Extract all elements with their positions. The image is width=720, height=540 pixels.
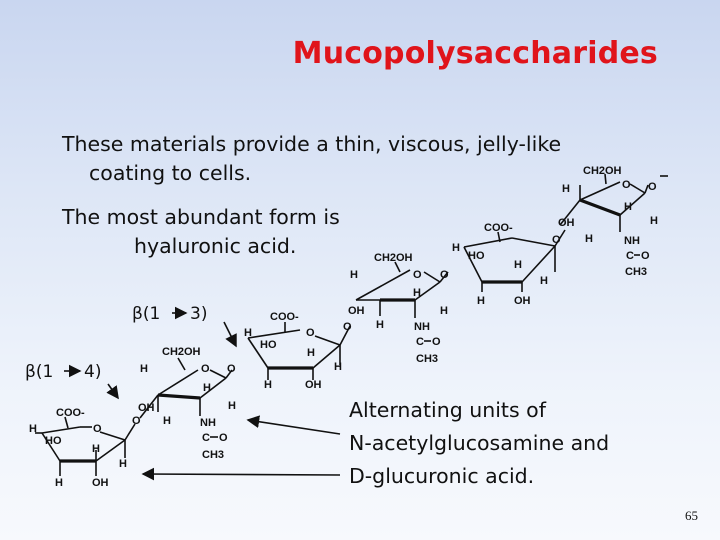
ring-5-glucuronate: COO- H HO H H H OH O [452, 222, 566, 307]
r6-h-left: H [562, 183, 570, 195]
ring-3-glucuronate: COO- O H HO H H H OH O [244, 311, 352, 391]
r1-h-top: H [29, 423, 37, 435]
caption-line3: D-glucuronic acid. [349, 464, 535, 488]
r4-h-left: H [350, 269, 358, 281]
r1-glyc-o: O [132, 415, 141, 427]
beta14-end: 4) [84, 362, 101, 382]
r6-ch3: CH3 [625, 266, 647, 278]
r3-ho: HO [260, 339, 277, 351]
r5-h-top: H [452, 242, 460, 254]
r5-ho: HO [468, 250, 485, 262]
caption-line2: N-acetylglucosamine and [349, 431, 610, 455]
r2-nh: NH [200, 417, 216, 429]
r2-h-c3: H [163, 415, 171, 427]
r6-c: C [626, 250, 634, 262]
structure-caption: Alternating units of N-acetylglucosamine… [349, 394, 609, 493]
r6-h-c2: H [624, 201, 632, 213]
r2-glyc-o: O [227, 363, 236, 375]
r5-h-c3: H [514, 259, 522, 271]
r2-c-o: O [219, 432, 228, 444]
r2-h-c5: H [228, 400, 236, 412]
r6-ch2oh: CH2OH [583, 165, 622, 177]
r3-h-top: H [244, 327, 252, 339]
r3-oh-bottom: OH [305, 379, 322, 391]
slide-title: Mucopolysaccharides [292, 36, 658, 71]
r6-oh-left: OH [558, 217, 575, 229]
r6-glyc-o: O [648, 181, 657, 193]
r4-nh: NH [414, 321, 430, 333]
r2-h-c2: H [203, 382, 211, 394]
r3-h-bottom: H [264, 379, 272, 391]
r5-h-bottom: H [477, 295, 485, 307]
r2-h-left: H [140, 363, 148, 375]
r5-oh-bottom: OH [514, 295, 531, 307]
r1-ho: HO [45, 435, 62, 447]
r2-ch3: CH3 [202, 449, 224, 461]
r6-h-right: H [650, 215, 658, 227]
r5-carboxyl: COO- [484, 222, 513, 234]
r5-glyc-o: O [552, 234, 561, 246]
r4-ch2oh: CH2OH [374, 252, 413, 264]
arrow-to-glucuronate [141, 467, 341, 481]
r3-ring-o: O [306, 327, 315, 339]
r4-ch3: CH3 [416, 353, 438, 365]
bullet-hyaluronic-line2: hyaluronic acid. [134, 234, 297, 258]
ring-1-glucuronate: COO- H O HO H H OH H O OH [29, 402, 155, 489]
page-number: 65 [685, 508, 698, 523]
r2-ring-o: O [201, 363, 210, 375]
r4-c-o: O [432, 336, 441, 348]
r4-h-c3: H [376, 319, 384, 331]
r1-h-c3: H [92, 443, 100, 455]
r1-h-anomeric: H [119, 458, 127, 470]
caption-line1: Alternating units of [349, 398, 546, 422]
r3-glyc-o: O [343, 321, 352, 333]
bullet-coating-line2: coating to cells. [89, 161, 252, 185]
linkage-beta13: β(1 3) [132, 304, 237, 348]
linkage-beta14: β(1 4) [25, 362, 119, 400]
bullet-coating-line1: These materials provide a thin, viscous,… [62, 132, 562, 156]
beta13-end: 3) [190, 304, 207, 324]
bullet-coating: These materials provide a thin, viscous,… [62, 130, 561, 188]
r6-ring-o: O [622, 179, 631, 191]
r1-carboxyl: COO- [56, 407, 85, 419]
r4-oh-left: OH [348, 305, 365, 317]
r3-h-c4: H [334, 361, 342, 373]
r2-c: C [202, 432, 210, 444]
r4-c: C [416, 336, 424, 348]
r6-nh: NH [624, 235, 640, 247]
bullet-hyaluronic: The most abundant form is hyaluronic aci… [62, 203, 340, 261]
r5-h-c4: H [540, 275, 548, 287]
r4-h-c2: H [413, 287, 421, 299]
r3-carboxyl: COO- [270, 311, 299, 323]
ring-2-glcnac: CH2OH H O O H H H NH C O CH3 [139, 346, 236, 461]
r6-h-c3: H [585, 233, 593, 245]
r2-ch2oh: CH2OH [162, 346, 201, 358]
r1-h-bottom: H [55, 477, 63, 489]
r6-c-o: O [641, 250, 650, 262]
beta13-start: β(1 [132, 304, 160, 324]
bullet-hyaluronic-line1: The most abundant form is [62, 205, 340, 229]
ring-4-glcnac: CH2OH H O O OH H H H NH C O CH3 [348, 252, 449, 365]
ring-6-glcnac: CH2OH H O O OH H H H NH C O CH3 [558, 165, 668, 278]
arrow-to-glcnac [246, 415, 341, 435]
r3-h-c3: H [307, 347, 315, 359]
r1-oh-bottom: OH [92, 477, 109, 489]
r1-ring-o: O [93, 423, 102, 435]
r4-ring-o: O [413, 269, 422, 281]
r4-glyc-o: O [440, 269, 449, 281]
beta14-start: β(1 [25, 362, 53, 382]
r4-h-c5: H [440, 305, 448, 317]
